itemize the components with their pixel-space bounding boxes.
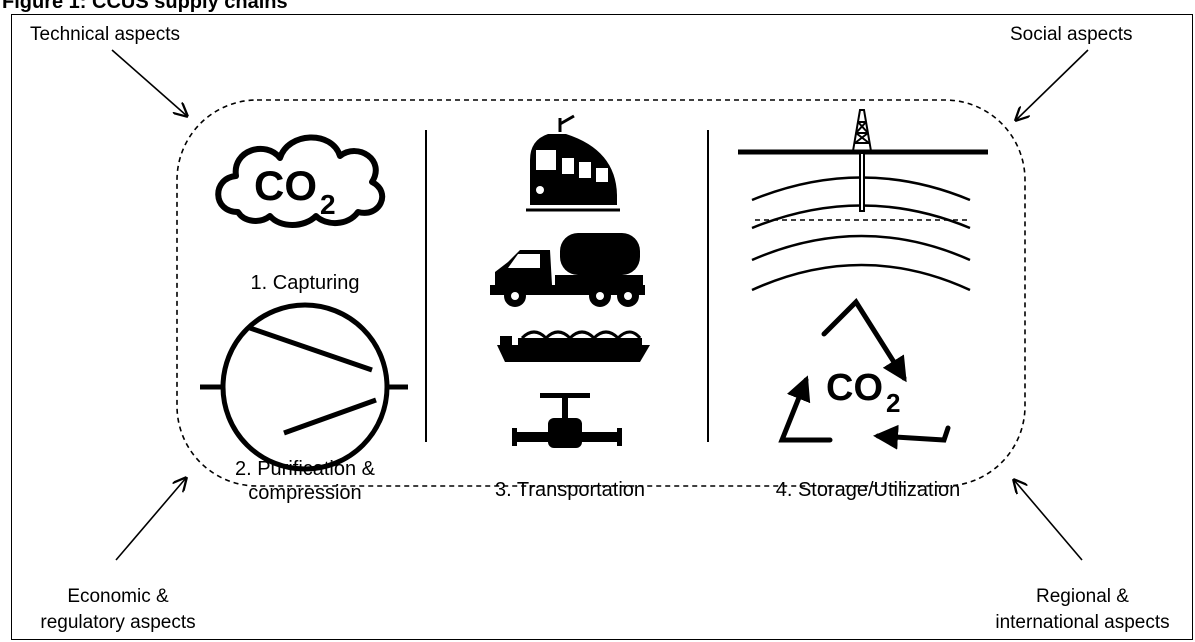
- technical-aspects-label: Technical aspects: [30, 24, 180, 45]
- geological-storage-icon: [738, 149, 988, 292]
- economic-aspects-line1: Economic &: [67, 586, 169, 607]
- economic-arrow: [115, 478, 186, 561]
- supply-chain-boundary: [176, 99, 1026, 487]
- technical-arrow: [111, 49, 187, 116]
- figure-title: Figure 1: CCUS supply chains: [2, 0, 288, 13]
- regional-aspects-line1: Regional &: [1036, 586, 1129, 607]
- regional-aspects-label: Regional & international aspects: [975, 584, 1190, 636]
- figure-frame: [11, 14, 1193, 640]
- valve-icon: [512, 393, 622, 448]
- regional-arrow: [1014, 480, 1083, 561]
- tanker-truck-icon: [490, 233, 645, 307]
- co2-cloud-icon: [215, 134, 386, 228]
- social-aspects-label: Social aspects: [1010, 24, 1133, 45]
- co2-cycle-text: CO: [826, 367, 883, 409]
- stage-purification-label: 2. Purification & compression: [205, 457, 405, 505]
- co2-cycle-subscript: 2: [886, 388, 900, 418]
- stage-storage-label: 4. Storage/Utilization: [775, 479, 961, 501]
- economic-aspects-label: Economic & regulatory aspects: [18, 584, 218, 636]
- social-arrow: [1016, 49, 1089, 120]
- co2-cloud-subscript: 2: [320, 189, 336, 220]
- ship-icon: [497, 330, 650, 362]
- stage-capturing-label: 1. Capturing: [250, 272, 360, 294]
- oil-rig-icon: [850, 109, 874, 153]
- economic-aspects-line2: regulatory aspects: [40, 612, 196, 633]
- train-icon: [526, 114, 620, 212]
- co2-cloud-text: CO: [254, 162, 317, 209]
- stage-purification-line2: compression: [248, 482, 362, 504]
- compressor-icon: [200, 302, 408, 472]
- regional-aspects-line2: international aspects: [995, 612, 1170, 633]
- recycle-triangle-icon: [778, 298, 951, 450]
- stage-transportation-label: 3. Transportation: [494, 479, 646, 501]
- stage-purification-line1: 2. Purification &: [234, 458, 376, 480]
